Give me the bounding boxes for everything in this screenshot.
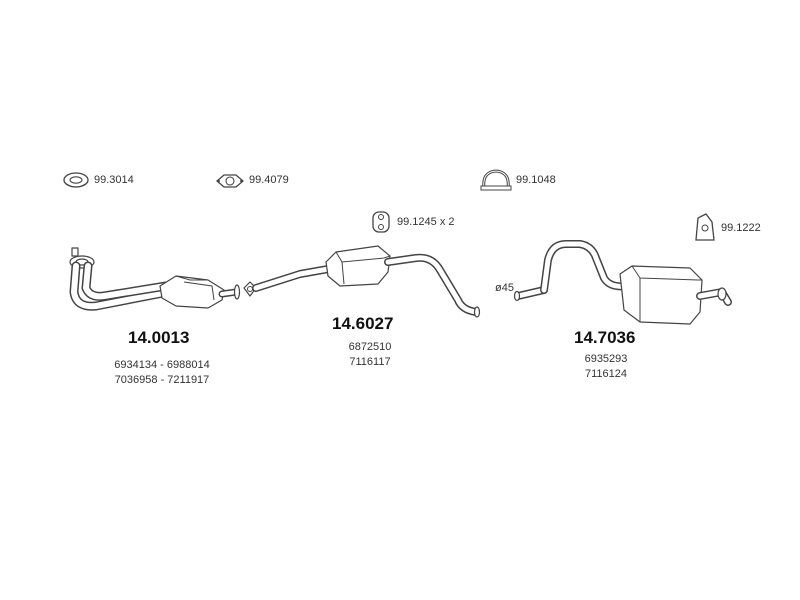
oe-reference: 6934134 - 6988014: [114, 359, 210, 371]
oe-references-centre-section: 6872510 7116117: [330, 340, 410, 370]
front-pipe-catalyst-drawing: [69, 247, 241, 311]
gasket-label: 99.4079: [249, 174, 289, 186]
clamp-ring-label: 99.3014: [94, 174, 134, 186]
oe-reference: 6872510: [348, 341, 392, 353]
oe-reference: 7116124: [584, 368, 627, 380]
u-clamp-label: 99.1048: [516, 174, 556, 186]
u-clamp-icon: [480, 169, 512, 191]
pipe-diameter-label: ø45: [495, 282, 514, 294]
rear-silencer-drawing: [513, 240, 732, 325]
rubber-mount-label: 99.1222: [721, 222, 761, 234]
rubber-mount-icon: [695, 213, 715, 241]
rubber-mount-pair-label: 99.1245 x 2: [397, 216, 455, 228]
oe-reference: 7116117: [349, 356, 391, 368]
part-number-centre-section: 14.6027: [332, 314, 394, 333]
part-number-rear-section: 14.7036: [574, 328, 636, 347]
oe-references-rear-section: 6935293 7116124: [566, 352, 646, 382]
oe-reference: 7036958 - 7211917: [114, 374, 210, 386]
gasket-icon: [216, 174, 244, 188]
oe-references-front-section: 6934134 - 6988014 7036958 - 7211917: [98, 358, 226, 388]
oe-reference: 6935293: [584, 353, 628, 365]
clamp-ring-icon: [63, 172, 89, 188]
rubber-mount-pair-icon: [372, 211, 390, 233]
part-number-front-section: 14.0013: [128, 328, 190, 347]
centre-silencer-drawing: [243, 245, 481, 318]
